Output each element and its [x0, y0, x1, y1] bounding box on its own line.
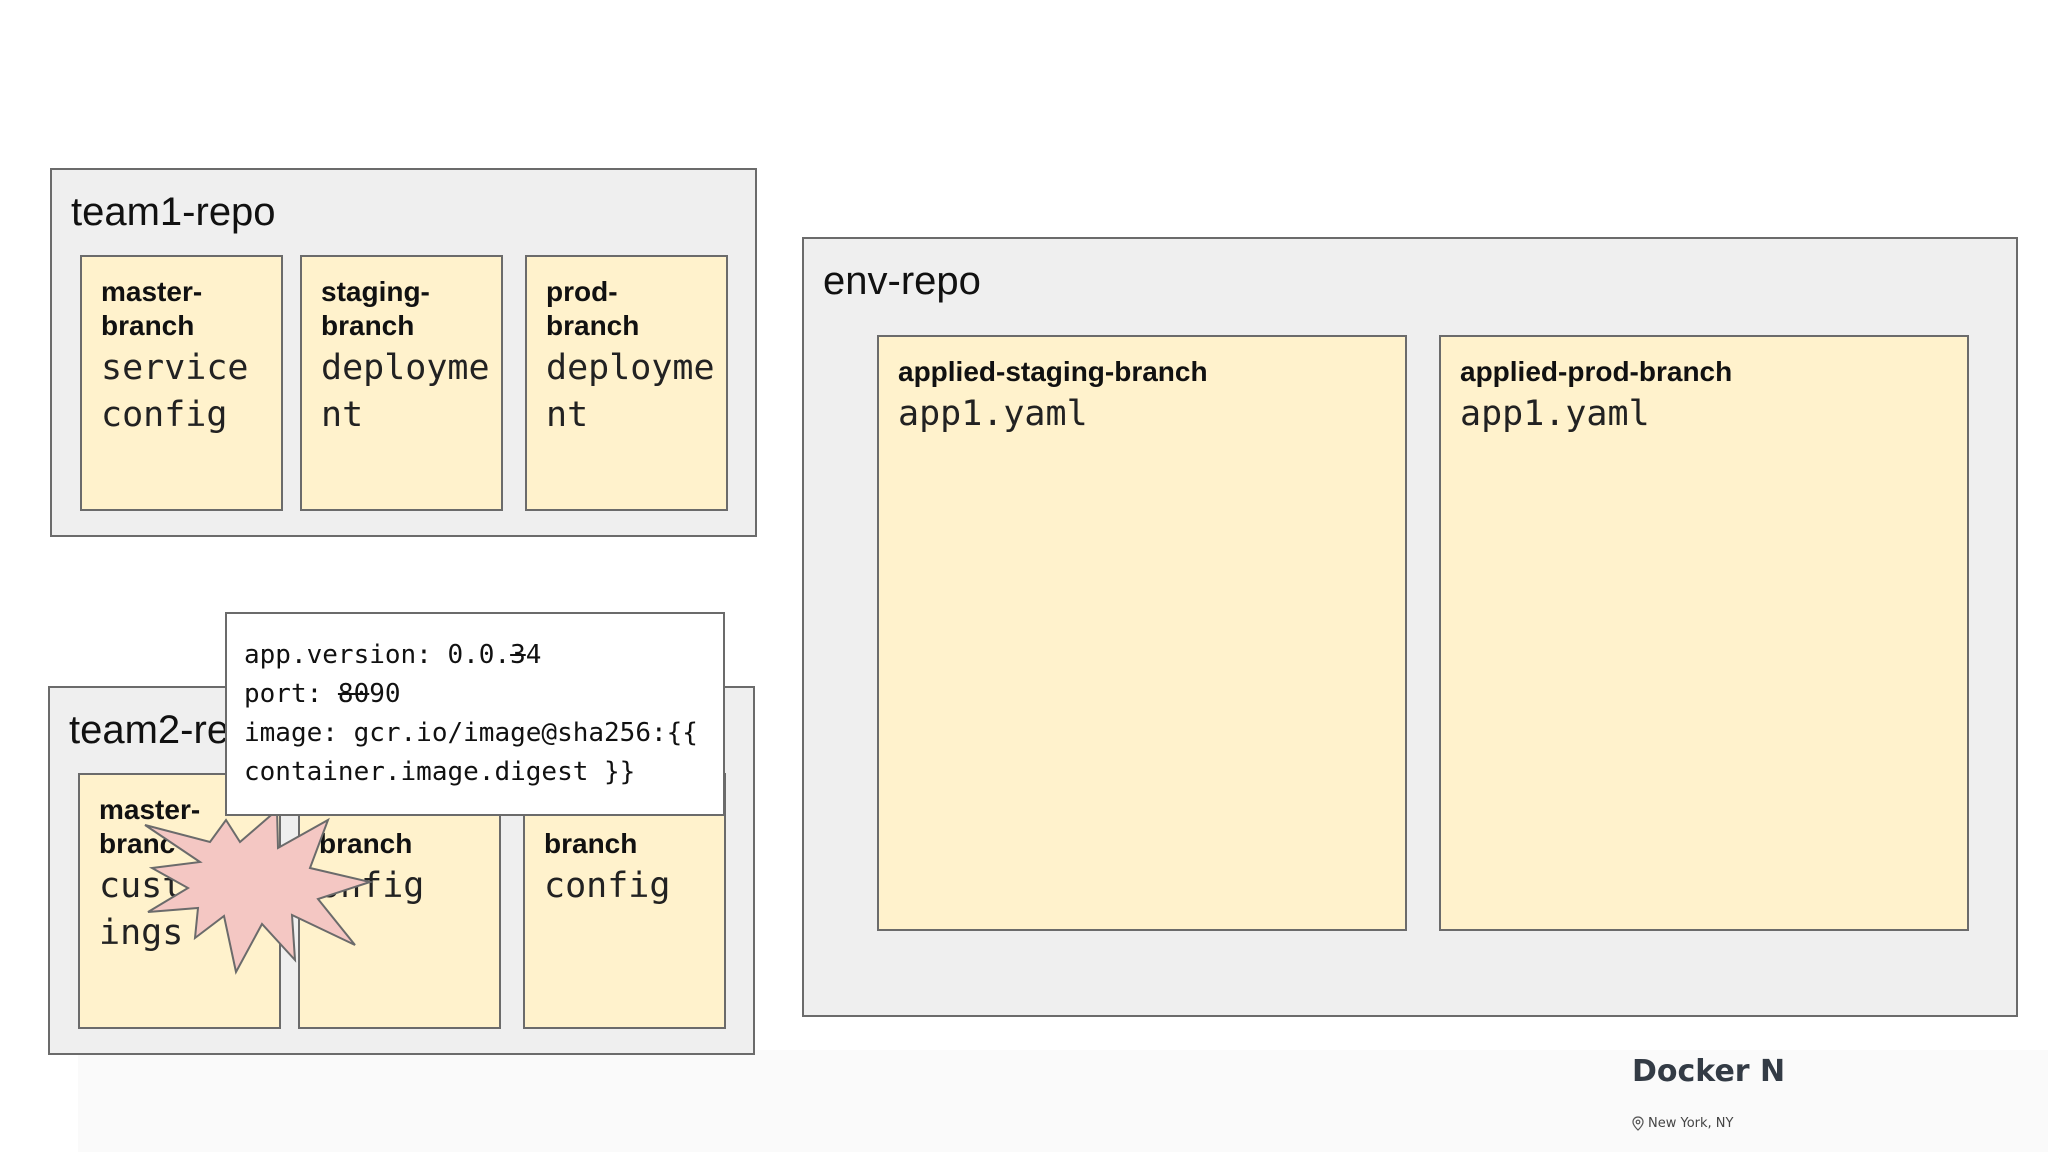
popup-line-port: port: 8090: [244, 675, 705, 714]
version-new: 4: [525, 640, 542, 670]
popup-line-image: image: gcr.io/image@sha256:{{: [244, 718, 698, 748]
branch-file: app1.yaml: [1460, 394, 1650, 434]
branch-label: master-branch: [101, 276, 203, 341]
port-new: 90: [369, 679, 401, 709]
branch-file: config: [544, 866, 671, 906]
branch-box-master: master-branch service config: [80, 255, 283, 511]
branch-label: branch: [319, 828, 413, 859]
branch-file: service config: [101, 348, 249, 435]
version-prefix: app.version: 0.0.: [244, 640, 511, 670]
branch-file: deployment: [321, 348, 490, 435]
repo-title: env-repo: [823, 259, 981, 303]
branch-label: staging-branch: [321, 276, 430, 341]
env-repo-box: env-repo applied-staging-branch app1.yam…: [802, 237, 2018, 1017]
branch-label: applied-prod-branch: [1460, 356, 1733, 387]
port-old: 80: [337, 679, 370, 709]
branch-file: deployment: [546, 348, 715, 435]
branch-label: branch: [544, 828, 638, 859]
port-prefix: port:: [244, 679, 338, 709]
explosion-burst-icon: [144, 807, 374, 975]
config-change-popup: app.version: 0.0.34 port: 8090 image: gc…: [225, 612, 725, 816]
footer-location: New York, NY: [1632, 1116, 1733, 1131]
version-old: 3: [510, 640, 526, 670]
footer-brand: Docker N: [1632, 1054, 1786, 1089]
popup-line-digest: container.image.digest }}: [244, 757, 636, 787]
location-pin-icon: [1632, 1116, 1644, 1131]
repo-title: team1-repo: [71, 190, 276, 234]
branch-label: applied-staging-branch: [898, 356, 1208, 387]
repo-title: team2-re: [69, 708, 230, 752]
branch-box-applied-prod: applied-prod-branch app1.yaml: [1439, 335, 1969, 931]
branch-label: prod-branch: [546, 276, 640, 341]
team1-repo-box: team1-repo master-branch service config …: [50, 168, 757, 537]
location-text: New York, NY: [1648, 1116, 1734, 1131]
branch-label: master-branc: [99, 794, 201, 859]
footer-band: [78, 1050, 2048, 1152]
branch-box-applied-staging: applied-staging-branch app1.yaml: [877, 335, 1407, 931]
branch-file: app1.yaml: [898, 394, 1088, 434]
popup-line-version: app.version: 0.0.34: [244, 636, 705, 675]
branch-box-staging: staging-branch deployment: [300, 255, 503, 511]
branch-box-prod: prod-branch deployment: [525, 255, 728, 511]
